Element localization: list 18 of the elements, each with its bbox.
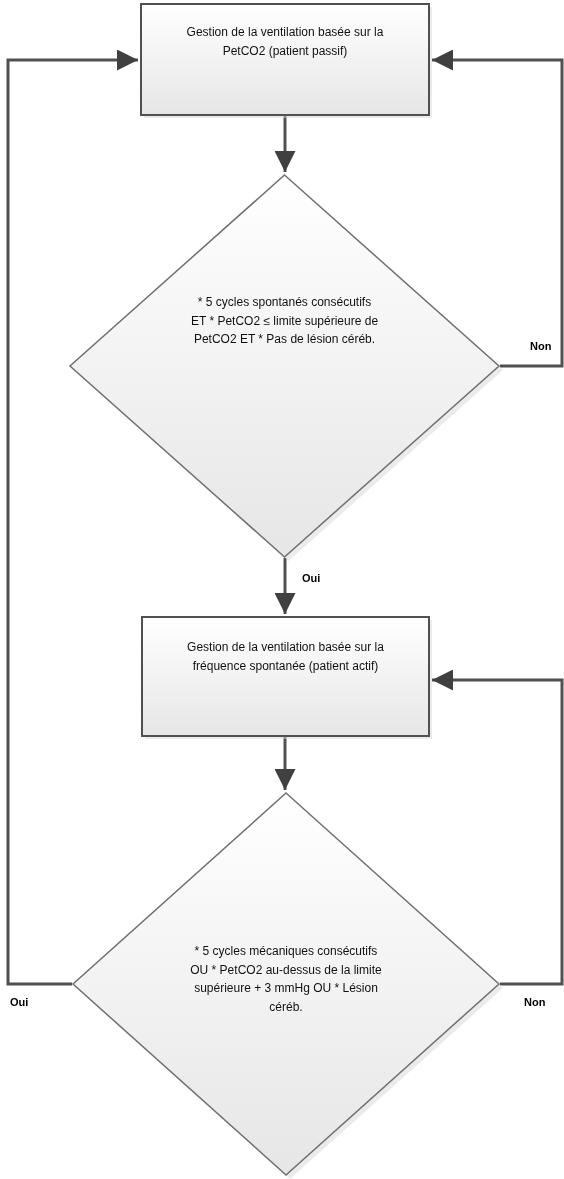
arrow bbox=[274, 558, 296, 614]
process-box bbox=[141, 616, 430, 737]
arrow bbox=[274, 116, 296, 172]
edge-label: Non bbox=[524, 996, 546, 1009]
arrow bbox=[6, 49, 138, 986]
arrow bbox=[432, 49, 564, 368]
process-box bbox=[140, 3, 430, 116]
node-text: Gestion de la ventilation basée sur la fréquence spontanée (patient actif) bbox=[186, 639, 385, 675]
decision-diamond bbox=[69, 174, 500, 558]
edge-label: Oui bbox=[302, 572, 321, 585]
edge-label: Oui bbox=[10, 996, 29, 1009]
arrow bbox=[274, 737, 296, 790]
node-text: * 5 cycles mécaniques consécutifs OU * PetCO2 au-dessus de la limite supérieure + 3 mmHg OU * Lésion céréb. bbox=[189, 943, 383, 1016]
decision-diamond bbox=[72, 792, 500, 1176]
node-text: * 5 cycles spontanés consécutifs ET * PetCO2 ≤ limite supérieure de PetCO2 ET * Pas de lésion céréb. bbox=[189, 294, 380, 349]
edge-label: Non bbox=[530, 340, 552, 353]
arrow bbox=[432, 669, 564, 986]
node-text: Gestion de la ventilation basée sur la PetCO2 (patient passif) bbox=[185, 24, 385, 60]
